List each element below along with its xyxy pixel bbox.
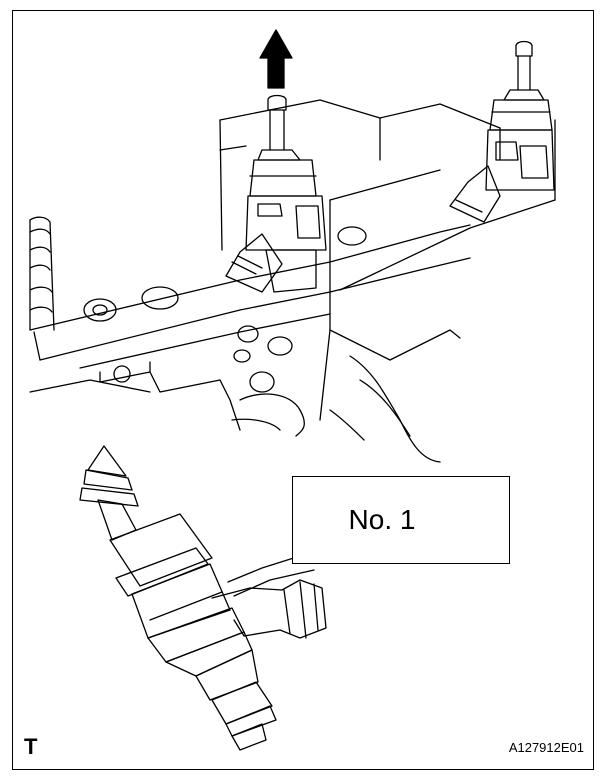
fuel-rail (29, 224, 471, 431)
right-injector (449, 40, 555, 223)
figure-code: A127912E01 (508, 740, 584, 755)
corner-letter: T (24, 734, 38, 759)
illustration-frame (12, 10, 594, 770)
pull-direction-arrow (259, 29, 293, 89)
upper-injector (225, 94, 327, 293)
left-coil-stack (29, 216, 55, 331)
callout-label: No. 1 (348, 504, 416, 535)
engine-block-outline (219, 99, 556, 421)
callout-box: No. 1 (292, 476, 510, 564)
intake-manifold-lines (231, 329, 461, 463)
rail-mounting-holes (83, 226, 367, 393)
detail-injector (79, 445, 327, 751)
